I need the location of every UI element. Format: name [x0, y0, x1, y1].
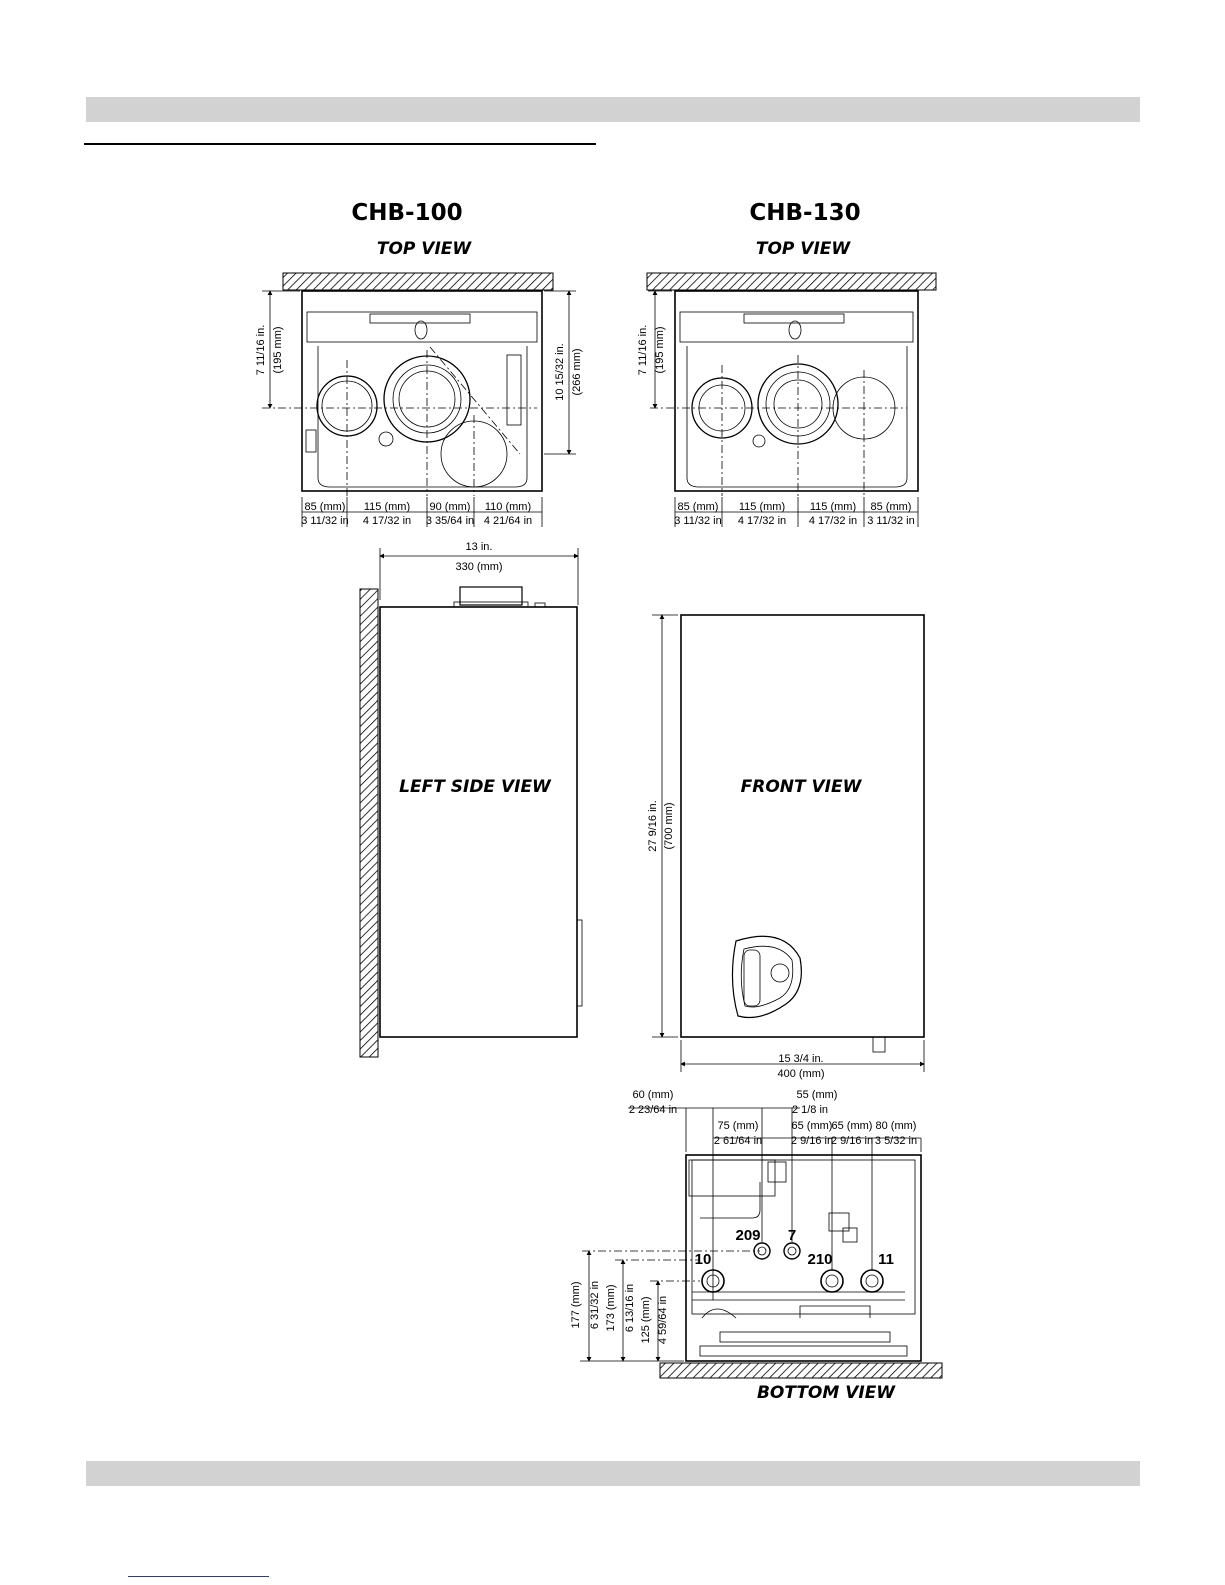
connection-10: 10	[695, 1251, 712, 1268]
chb100-dim-3-mm: 90 (mm)	[430, 501, 471, 513]
footer-bar	[86, 1461, 1140, 1486]
chb100-depth2-mm: (266 mm)	[571, 348, 583, 395]
chb130-dim-1-in: 3 11/32 in	[674, 515, 722, 527]
bottom-dim-65a-mm: 65 (mm)	[792, 1120, 833, 1132]
model-title-chb100: CHB-100	[351, 200, 462, 226]
section-heading-rule	[84, 143, 596, 145]
front-view-label: FRONT VIEW	[741, 777, 863, 797]
left-side-view-label: LEFT SIDE VIEW	[399, 777, 552, 797]
side-width-in: 13 in.	[466, 541, 493, 553]
bottom-dim-55-mm: 55 (mm)	[797, 1089, 838, 1101]
side-width-mm: 330 (mm)	[455, 561, 502, 573]
front-view	[652, 614, 925, 1072]
bottom-dim-125-in: 4 59/64 in	[657, 1296, 669, 1344]
bottom-dim-173-mm: 173 (mm)	[605, 1284, 617, 1331]
chb100-dim-3-in: 3 35/64 in	[426, 515, 474, 527]
bottom-dim-55-in: 2 1/8 in	[792, 1104, 828, 1116]
front-height-in: 27 9/16 in.	[647, 800, 659, 851]
chb100-dim-1-in: 3 11/32 in	[301, 515, 349, 527]
chb100-depth-mm: (195 mm)	[272, 326, 284, 373]
bottom-dim-125-mm: 125 (mm)	[640, 1296, 652, 1343]
bottom-dim-75-in: 2 61/64 in	[714, 1135, 762, 1147]
left-side-view	[359, 548, 583, 1058]
connection-210: 210	[807, 1251, 832, 1268]
chb130-dim-2-in: 4 17/32 in	[738, 515, 786, 527]
chb130-depth-in: 7 11/16 in.	[637, 325, 649, 376]
chb100-dim-1-mm: 85 (mm)	[305, 501, 346, 513]
chb100-dim-2-in: 4 17/32 in	[363, 515, 411, 527]
chb130-dim-3-mm: 115 (mm)	[810, 501, 856, 513]
front-height-mm: (700 mm)	[663, 802, 675, 849]
header-bar	[86, 97, 1140, 122]
chb130-dim-4-in: 3 11/32 in	[867, 515, 915, 527]
bottom-view-label: BOTTOM VIEW	[757, 1383, 896, 1403]
bottom-dim-177-in: 6 31/32 in	[589, 1281, 601, 1329]
chb100-top-view	[262, 272, 576, 527]
bottom-dim-65b-mm: 65 (mm)	[832, 1120, 873, 1132]
bottom-dim-65a-in: 2 9/16 in	[791, 1135, 833, 1147]
bottom-dim-60-mm: 60 (mm)	[633, 1089, 674, 1101]
bottom-dim-60-in: 2 23/64 in	[629, 1104, 677, 1116]
front-width-in: 15 3/4 in.	[778, 1053, 823, 1065]
bottom-dim-173-in: 6 13/16 in	[624, 1284, 636, 1332]
connection-7: 7	[788, 1227, 796, 1244]
footer-link-underline[interactable]	[128, 1576, 269, 1577]
bottom-dim-65b-in: 2 9/16 in	[831, 1135, 873, 1147]
connection-209: 209	[735, 1227, 760, 1244]
chb100-depth-in: 7 11/16 in.	[255, 325, 267, 376]
bottom-dim-80-in: 3 5/32 in	[875, 1135, 917, 1147]
model-title-chb130: CHB-130	[749, 200, 860, 226]
top-view-label-chb130: TOP VIEW	[756, 239, 852, 259]
chb100-depth2-in: 10 15/32 in.	[554, 343, 566, 401]
front-width-mm: 400 (mm)	[777, 1068, 824, 1080]
bottom-dim-177-mm: 177 (mm)	[570, 1281, 582, 1328]
chb130-top-view	[646, 272, 937, 527]
top-view-label-chb100: TOP VIEW	[377, 239, 473, 259]
connection-11: 11	[878, 1251, 894, 1268]
chb130-dim-2-mm: 115 (mm)	[739, 501, 785, 513]
bottom-dim-75-mm: 75 (mm)	[718, 1120, 759, 1132]
chb130-dim-1-mm: 85 (mm)	[678, 501, 719, 513]
chb100-dim-2-mm: 115 (mm)	[364, 501, 410, 513]
bottom-dim-80-mm: 80 (mm)	[876, 1120, 917, 1132]
chb130-dim-4-mm: 85 (mm)	[871, 501, 912, 513]
bottom-view	[580, 1107, 943, 1379]
chb100-dim-4-in: 4 21/64 in	[484, 515, 532, 527]
chb100-dim-4-mm: 110 (mm)	[485, 501, 531, 513]
chb130-depth-mm: (195 mm)	[654, 326, 666, 373]
chb130-dim-3-in: 4 17/32 in	[809, 515, 857, 527]
